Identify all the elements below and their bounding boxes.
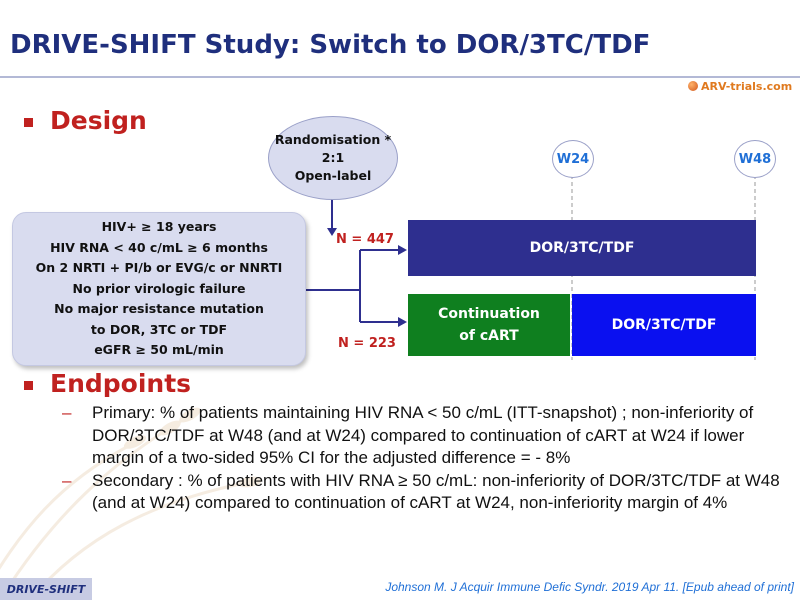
criteria-item: On 2 NRTI + PI/b or EVG/c or NNRTI: [35, 260, 283, 276]
randomisation-arrow-head: [327, 228, 337, 236]
dash-icon: –: [62, 470, 72, 490]
arm1-n-label: N = 447: [336, 232, 394, 247]
timepoint-w24: W24: [552, 140, 594, 178]
criteria-item: No major resistance mutation: [54, 301, 264, 317]
endpoint-primary-text: Primary: % of patients maintaining HIV R…: [92, 403, 754, 467]
randomisation-blinding: Open-label: [294, 168, 372, 183]
title-divider: [0, 76, 800, 78]
logo-icon: [688, 81, 698, 91]
continuation-cart-box: Continuation of cART: [408, 294, 570, 356]
criteria-item: HIV RNA < 40 c/mL ≥ 6 months: [50, 239, 268, 255]
arv-trials-logo: ARV-trials.com: [688, 80, 792, 93]
logo-text: ARV-trials.com: [701, 80, 793, 93]
criteria-item: eGFR ≥ 50 mL/min: [94, 342, 224, 358]
endpoints-bullet-icon: [24, 381, 33, 390]
timepoint-w48: W48: [734, 140, 776, 178]
slide-title: DRIVE-SHIFT Study: Switch to DOR/3TC/TDF: [10, 30, 651, 60]
endpoint-secondary: – Secondary : % of patients with HIV RNA…: [62, 470, 792, 515]
design-heading: Design: [50, 106, 147, 135]
continuation-line1: Continuation: [438, 306, 540, 322]
randomisation-ellipse: Randomisation * 2:1 Open-label: [268, 116, 398, 200]
arm2-regimen-box: DOR/3TC/TDF: [572, 294, 756, 356]
endpoints-list: – Primary: % of patients maintaining HIV…: [62, 402, 792, 515]
endpoint-primary: – Primary: % of patients maintaining HIV…: [62, 402, 792, 470]
arm1-arrow-head: [398, 245, 407, 255]
randomisation-ratio: 2:1: [321, 150, 345, 165]
endpoints-heading: Endpoints: [50, 369, 192, 398]
dash-icon: –: [62, 403, 72, 422]
inclusion-criteria-box: HIV+ ≥ 18 years HIV RNA < 40 c/mL ≥ 6 mo…: [12, 212, 306, 366]
criteria-item: No prior virologic failure: [72, 280, 246, 296]
criteria-item: HIV+ ≥ 18 years: [101, 219, 217, 235]
arm2-n-label: N = 223: [338, 336, 396, 351]
citation: Johnson M. J Acquir Immune Defic Syndr. …: [385, 580, 794, 594]
design-bullet-icon: [24, 118, 33, 127]
arm1-regimen-box: DOR/3TC/TDF: [408, 220, 756, 276]
criteria-item: to DOR, 3TC or TDF: [90, 321, 228, 337]
arm2-arrow-head: [398, 317, 407, 327]
study-footer-tag: DRIVE-SHIFT: [0, 578, 92, 600]
continuation-line2: of cART: [459, 328, 519, 344]
randomisation-label: Randomisation *: [274, 132, 392, 147]
endpoint-secondary-text: Secondary : % of patients with HIV RNA ≥…: [92, 470, 780, 513]
